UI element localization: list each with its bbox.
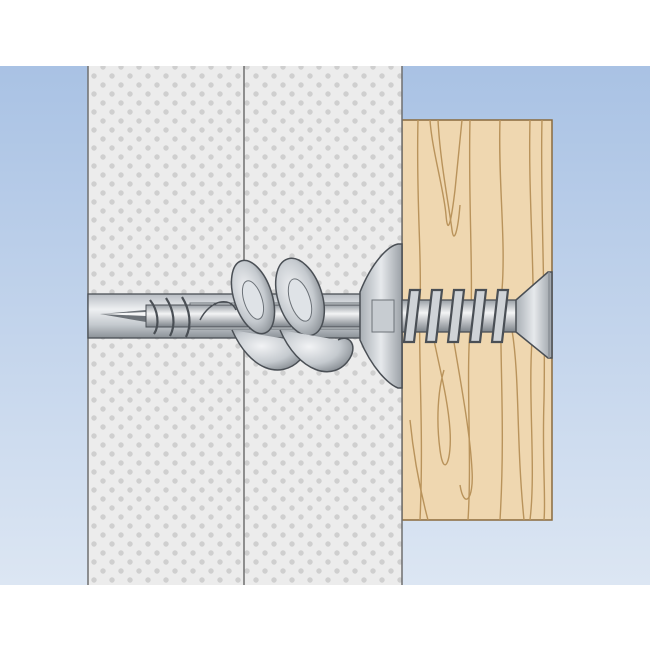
anchor-tip-highlight — [100, 312, 146, 316]
screw-threads — [402, 288, 510, 344]
coil-start — [199, 300, 237, 321]
spiral-thread — [199, 257, 354, 373]
anchor-flange — [359, 243, 403, 389]
coil-lower-right — [279, 329, 354, 373]
coil-1-inner — [241, 280, 265, 320]
flange-socket — [371, 299, 395, 333]
screw-threads-front — [149, 296, 191, 338]
coil-2-inner — [287, 278, 313, 322]
countersunk-screw — [401, 271, 553, 359]
screw-head — [515, 271, 553, 359]
